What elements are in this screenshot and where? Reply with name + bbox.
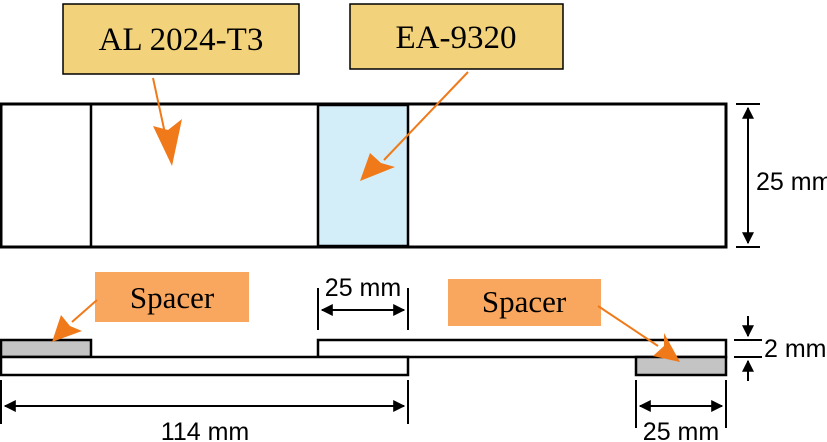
- top-view: [0, 102, 728, 249]
- spacer-right-label: Spacer: [482, 284, 567, 319]
- adhesive-label-box: EA-9320: [349, 3, 564, 70]
- overlap-dimension-label: 25 mm: [325, 274, 401, 302]
- material-leader-arrow: [152, 77, 182, 166]
- left-spacer: [0, 338, 93, 359]
- overlap-dimension: 25 mm: [317, 274, 409, 330]
- spacer-length-dimension: 25 mm: [635, 380, 727, 442]
- spacer-length-label: 25 mm: [643, 418, 719, 442]
- adhesive-label: EA-9320: [396, 20, 517, 56]
- material-label: AL 2024-T3: [99, 22, 264, 58]
- adherend-length-dimension: 114 mm: [0, 380, 409, 442]
- spacer-right-label-box: Spacer: [448, 279, 601, 326]
- width-dimension-label: 25 mm: [756, 168, 827, 196]
- spacer-left-label: Spacer: [130, 280, 215, 315]
- adherend-length-label: 114 mm: [161, 418, 249, 442]
- right-adherend-side: [316, 338, 728, 359]
- side-view: [0, 338, 728, 377]
- width-dimension: 25 mm: [736, 103, 827, 248]
- material-label-box: AL 2024-T3: [62, 3, 300, 75]
- right-spacer: [634, 355, 728, 377]
- thickness-dimension: 2 mm: [734, 316, 827, 381]
- adhesive-leader-arrow: [360, 71, 469, 181]
- spacer-left-label-box: Spacer: [95, 272, 249, 322]
- left-adherend-side: [0, 355, 410, 377]
- spacer-right-leader-arrow: [597, 305, 680, 362]
- thickness-dimension-label: 2 mm: [764, 335, 827, 363]
- spacer-left-leader-arrow: [52, 299, 98, 342]
